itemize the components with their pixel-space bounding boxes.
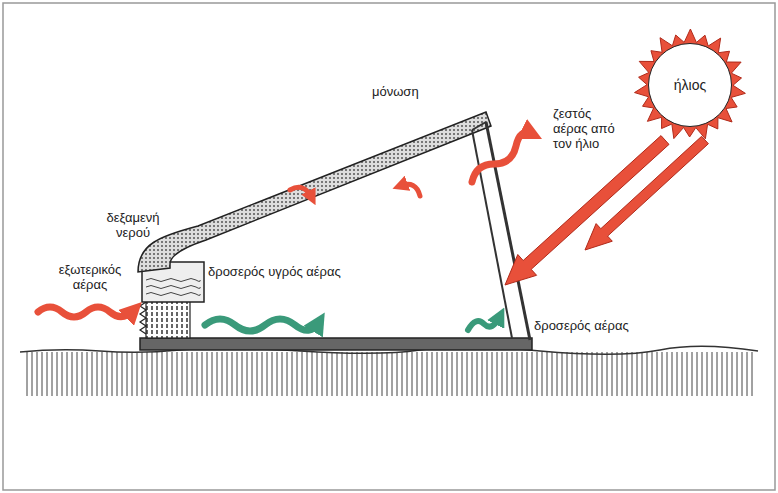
glazing-frame xyxy=(486,122,530,340)
outside-air-arrow xyxy=(38,307,134,317)
solar-radiation-arrow xyxy=(585,136,708,250)
ground-hatching xyxy=(25,352,755,396)
pad-edge xyxy=(140,302,146,334)
sun-flames xyxy=(635,29,746,139)
annotation-label: δροσερός υγρός αέρας xyxy=(208,264,341,279)
sun-circle: ήλιος xyxy=(648,43,732,127)
annotation-label: δεξαμενή νερού xyxy=(100,210,166,240)
floor-slab xyxy=(140,338,532,350)
glazing-top xyxy=(472,122,486,130)
solar-radiation-arrow xyxy=(505,136,669,285)
cool-air-arrow xyxy=(468,316,500,330)
cool-humid-air-arrow xyxy=(205,319,319,331)
air-circulation-arrow xyxy=(400,184,420,196)
insulated-roof xyxy=(138,112,491,272)
annotation-label: εξωτερικός αέρας xyxy=(48,262,132,292)
annotation-label: δροσερός αέρας xyxy=(534,318,629,333)
annotation-label: μόνωση xyxy=(372,84,419,99)
air-circulation-arrow xyxy=(290,187,312,198)
frame xyxy=(3,3,775,490)
sun-corona xyxy=(635,29,746,139)
hot-air-arrow xyxy=(472,133,532,183)
annotation-label: ζεστός αέρας από τον ήλιο xyxy=(553,106,617,151)
evaporative-pad xyxy=(146,300,190,338)
water-lines xyxy=(146,279,200,296)
node-text: ήλιος xyxy=(674,77,706,93)
